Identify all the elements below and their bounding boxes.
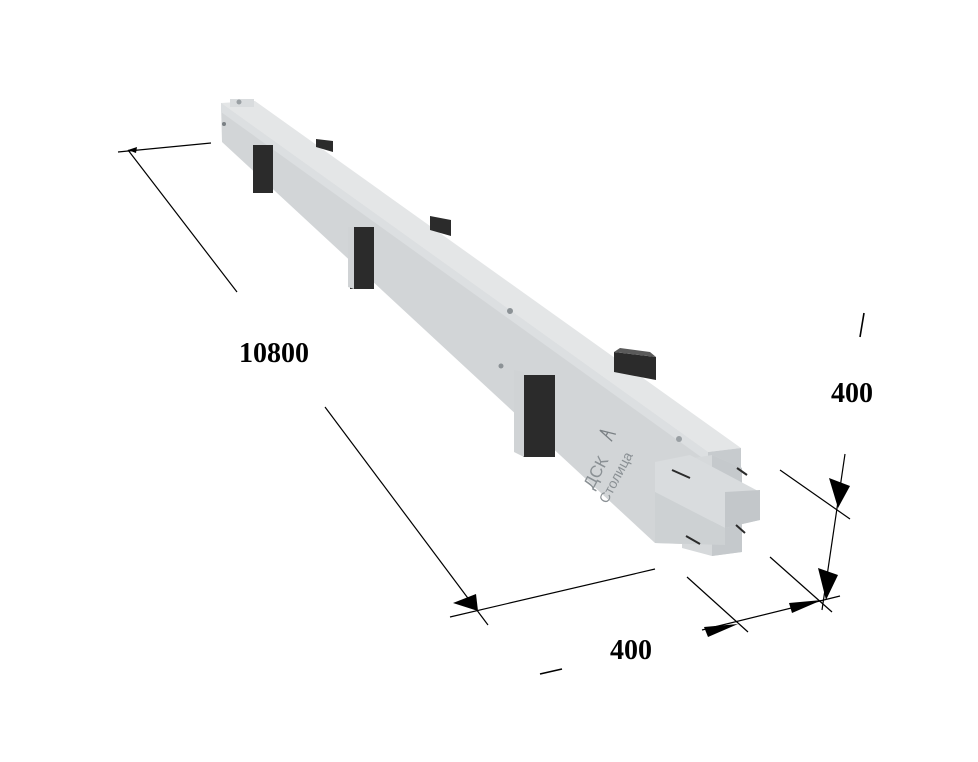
length-dimension-label: 10800 bbox=[239, 338, 309, 369]
arrowhead bbox=[789, 600, 822, 613]
column-top-face bbox=[221, 101, 741, 452]
tower-icon bbox=[599, 429, 617, 442]
dimension-lines bbox=[117, 142, 865, 675]
arrowhead bbox=[818, 568, 838, 600]
arrowhead bbox=[453, 594, 478, 611]
plate bbox=[253, 145, 273, 193]
arrowhead bbox=[128, 147, 137, 153]
cross-joint bbox=[655, 436, 760, 556]
column-side-face bbox=[221, 103, 708, 545]
embedded-plates bbox=[253, 139, 656, 457]
plate bbox=[523, 375, 555, 457]
arrowhead bbox=[829, 478, 850, 508]
lifting-hole bbox=[507, 308, 513, 314]
width-dimension-label: 400 bbox=[610, 635, 652, 666]
dimension-arrows bbox=[128, 147, 850, 637]
height-dimension-label: 400 bbox=[831, 378, 873, 409]
arrowhead bbox=[704, 624, 738, 637]
concrete-column bbox=[221, 99, 741, 545]
lifting-hole bbox=[498, 363, 504, 369]
